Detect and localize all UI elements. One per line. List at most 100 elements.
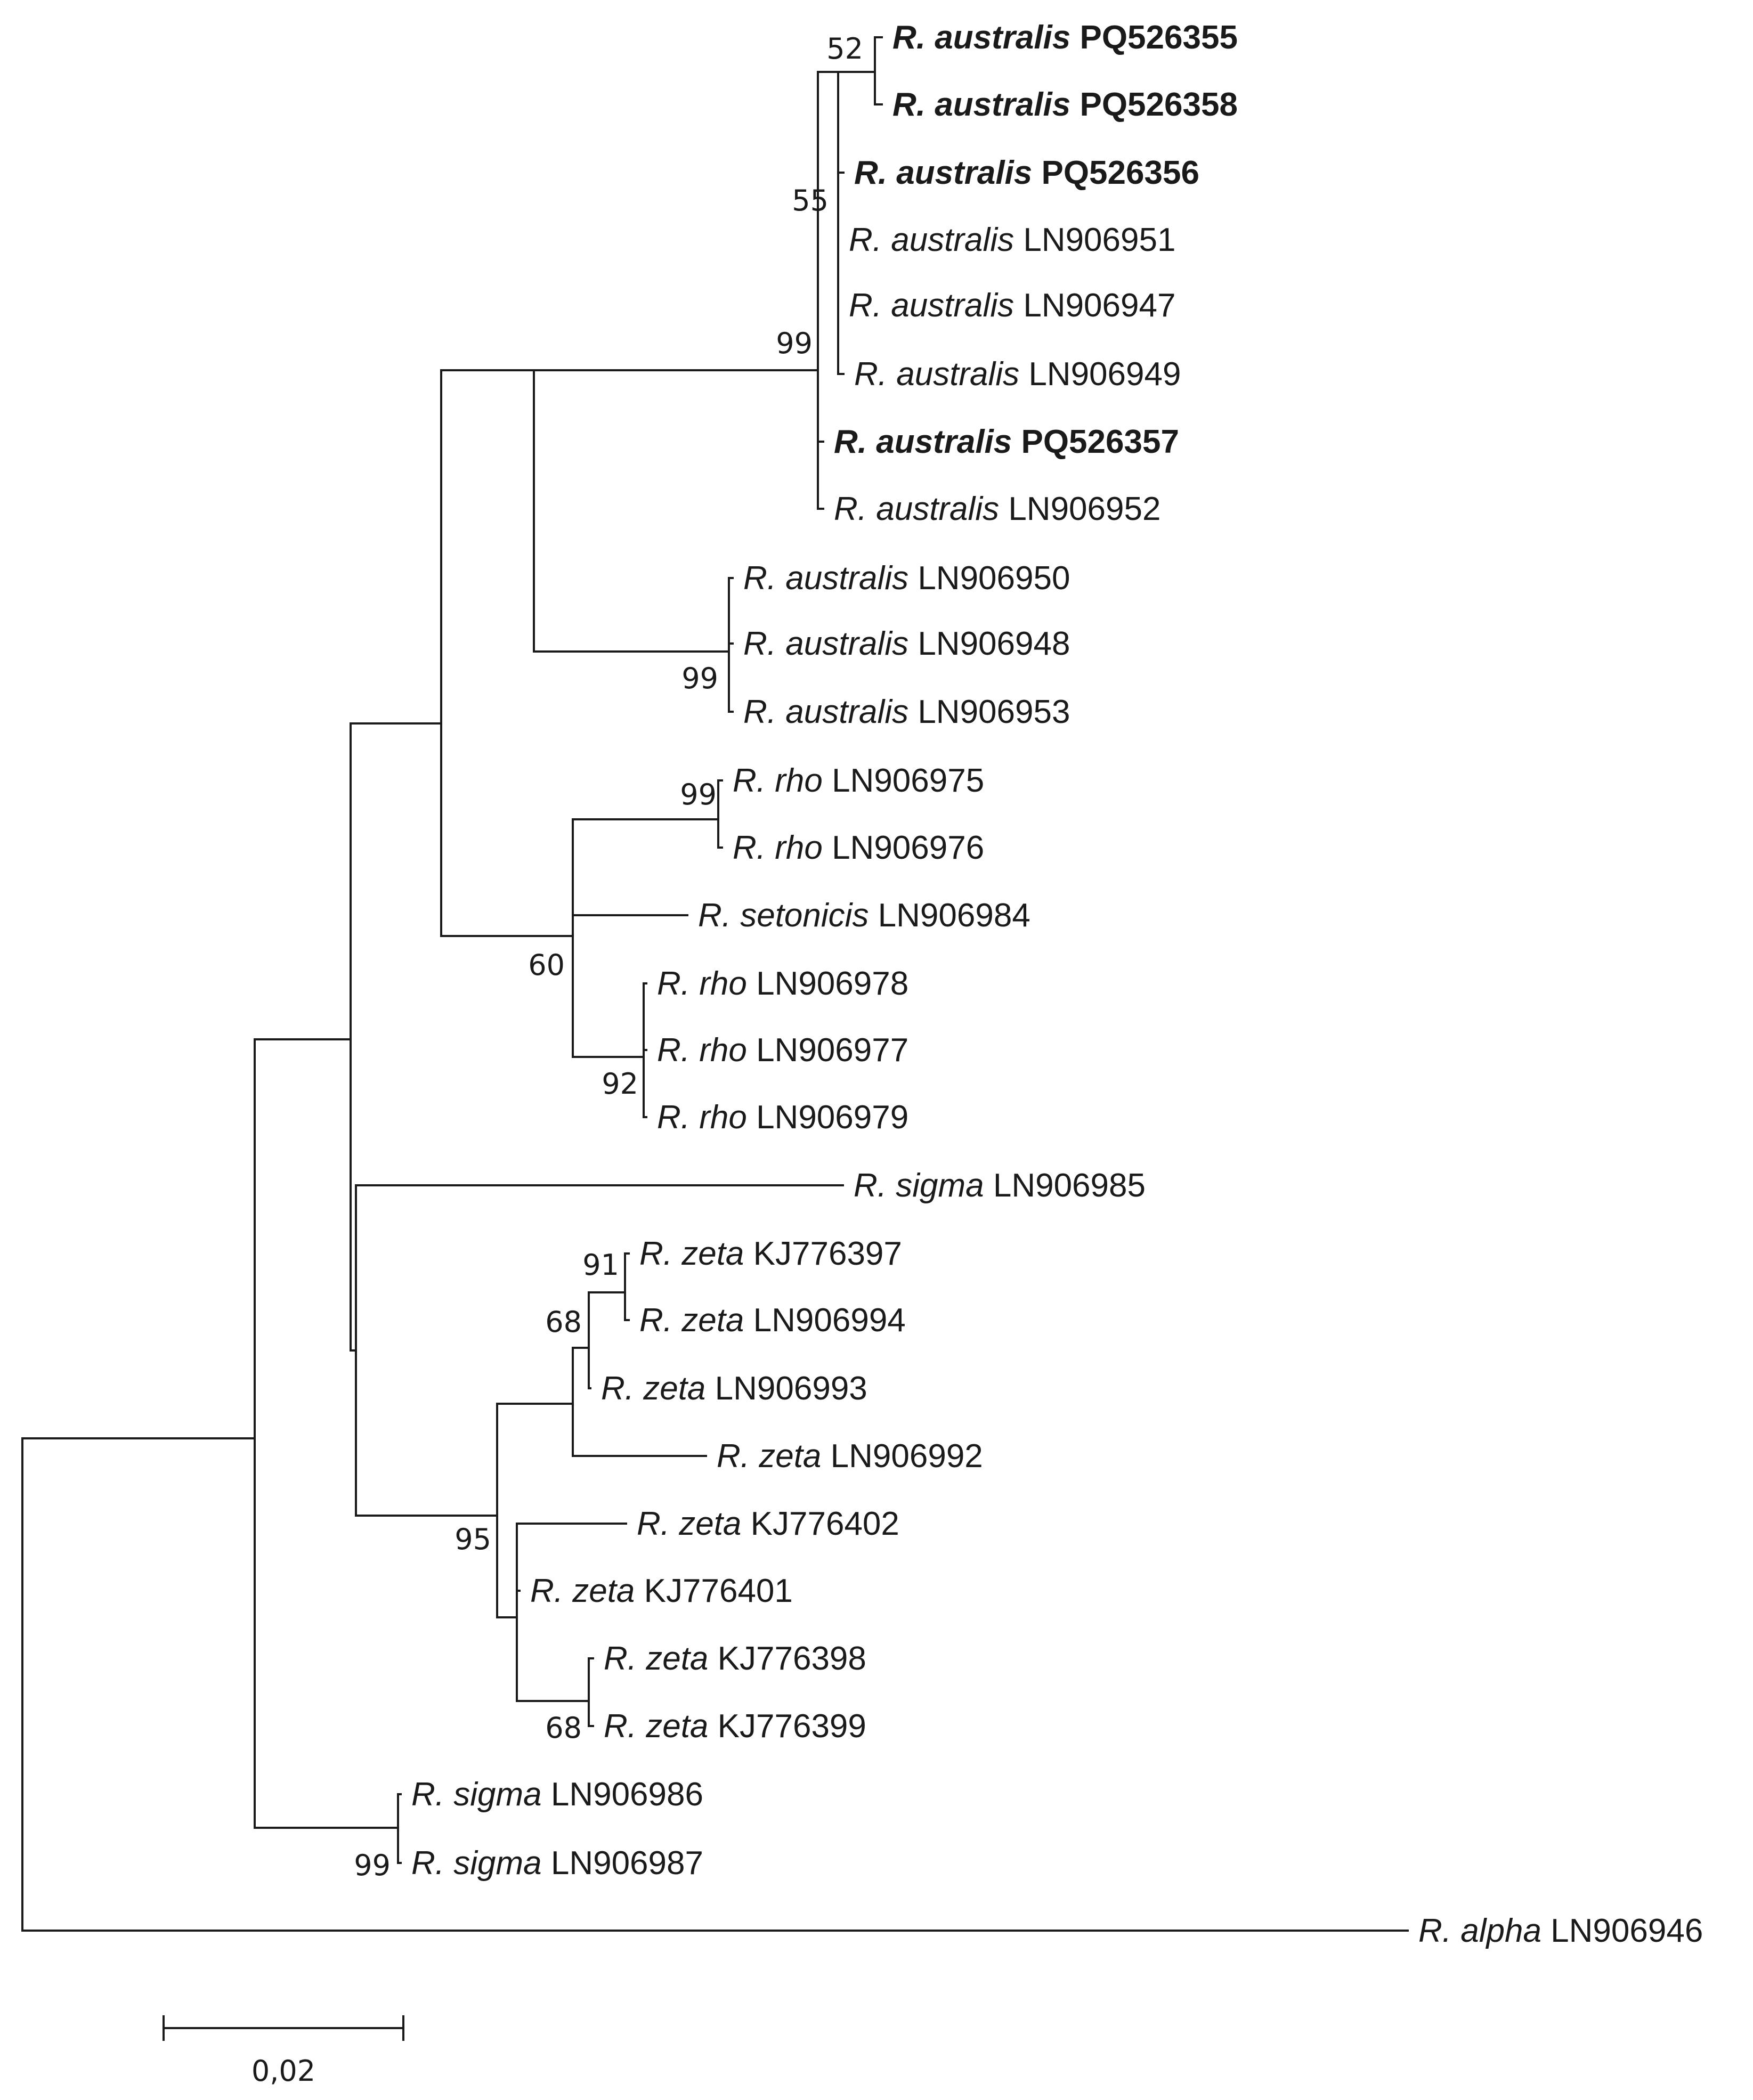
bootstrap-value: 99 (776, 327, 813, 360)
leaf-label: R. zeta KJ776398 (604, 1640, 866, 1677)
leaf-accession: LN906949 (1019, 356, 1181, 393)
leaf-label: R. sigma LN906985 (854, 1167, 1146, 1204)
leaf-label: R. rho LN906976 (733, 829, 984, 866)
leaf-accession: PQ526357 (1012, 424, 1179, 460)
leaf-label: R. australis PQ526355 (892, 19, 1238, 56)
leaf-accession: LN906986 (542, 1776, 703, 1813)
leaf-label: R. australis LN906951 (849, 222, 1175, 258)
leaf-accession: PQ526356 (1032, 154, 1199, 191)
leaf-label: R. australis LN906948 (743, 625, 1070, 662)
leaf-label: R. zeta KJ776397 (639, 1235, 902, 1272)
leaf-label: R. sigma LN906986 (411, 1776, 703, 1813)
leaf-label: R. zeta KJ776402 (637, 1505, 899, 1542)
leaf-species-name: R. sigma (411, 1776, 542, 1813)
bootstrap-value: 95 (455, 1523, 491, 1556)
leaf-species-name: R. zeta (530, 1573, 635, 1609)
leaf-label: R. zeta LN906992 (717, 1438, 983, 1475)
leaf-label: R. australis PQ526357 (834, 424, 1179, 460)
leaf-accession: LN906948 (908, 625, 1070, 662)
leaf-accession: KJ776399 (708, 1708, 866, 1745)
leaf-accession: LN906946 (1541, 1912, 1703, 1949)
leaf-species-name: R. zeta (601, 1370, 705, 1407)
leaf-label: R. zeta KJ776401 (530, 1573, 793, 1609)
leaf-species-name: R. australis (854, 356, 1019, 393)
bootstrap-value: 55 (792, 184, 829, 217)
leaf-species-name: R. rho (733, 829, 823, 866)
leaf-species-name: R. zeta (717, 1438, 821, 1475)
bootstrap-value: 91 (582, 1248, 619, 1282)
leaf-label: R. zeta LN906993 (601, 1370, 867, 1407)
leaf-species-name: R. australis (849, 287, 1014, 324)
leaf-species-name: R. australis (892, 86, 1070, 123)
scale-bar-label: 0,02 (251, 2054, 315, 2088)
leaf-accession: LN906978 (747, 965, 908, 1002)
leaf-label: R. zeta KJ776399 (604, 1708, 866, 1745)
leaf-label: R. rho LN906975 (733, 762, 984, 799)
leaf-accession: PQ526358 (1070, 86, 1238, 123)
leaf-species-name: R. sigma (854, 1167, 984, 1204)
tree-branches (21, 36, 1409, 1932)
leaf-species-name: R. zeta (604, 1708, 708, 1745)
bootstrap-value: 52 (826, 32, 863, 66)
leaf-species-name: R. rho (657, 1032, 747, 1069)
leaf-species-name: R. rho (657, 1099, 747, 1136)
leaf-accession: LN906977 (747, 1032, 908, 1069)
leaf-accession: LN906985 (984, 1167, 1146, 1204)
leaf-species-name: R. zeta (639, 1302, 744, 1339)
leaf-species-name: R. rho (733, 762, 823, 799)
leaf-label: R. rho LN906977 (657, 1032, 908, 1069)
leaf-species-name: R. australis (892, 19, 1070, 56)
bootstrap-value: 68 (545, 1711, 582, 1745)
leaf-label: R. australis LN906949 (854, 356, 1181, 393)
leaf-accession: PQ526355 (1070, 19, 1238, 56)
leaf-label: R. australis LN906953 (743, 694, 1070, 730)
leaf-species-name: R. australis (834, 424, 1012, 460)
scale-bar: 0,02 (163, 2015, 404, 2088)
leaf-accession: LN906976 (823, 829, 984, 866)
leaf-accession: KJ776402 (741, 1505, 899, 1542)
leaf-accession: LN906994 (744, 1302, 905, 1339)
leaf-accession: LN906953 (908, 694, 1070, 730)
leaf-label: R. sigma LN906987 (411, 1845, 703, 1882)
leaf-accession: LN906992 (821, 1438, 983, 1475)
leaf-label: R. rho LN906979 (657, 1099, 908, 1136)
bootstrap-value: 99 (354, 1849, 391, 1882)
leaf-species-name: R. australis (849, 222, 1014, 258)
leaf-accession: LN906993 (705, 1370, 867, 1407)
leaf-species-name: R. zeta (639, 1235, 744, 1272)
leaf-species-name: R. zeta (637, 1505, 741, 1542)
leaf-accession: LN906984 (869, 897, 1030, 934)
leaf-label: R. setonicis LN906984 (698, 897, 1030, 934)
bootstrap-value: 99 (681, 662, 718, 695)
leaf-label: R. australis LN906947 (849, 287, 1175, 324)
leaf-accession: LN906975 (823, 762, 984, 799)
leaf-accession: LN906950 (908, 560, 1070, 597)
bootstrap-value: 60 (528, 948, 565, 982)
leaf-species-name: R. australis (743, 694, 908, 730)
leaf-label: R. alpha LN906946 (1418, 1912, 1703, 1949)
bootstrap-value: 92 (602, 1067, 638, 1101)
leaf-accession: KJ776401 (635, 1573, 792, 1609)
leaf-species-name: R. australis (743, 625, 908, 662)
leaf-accession: LN906979 (747, 1099, 908, 1136)
leaf-species-name: R. zeta (604, 1640, 708, 1677)
leaf-accession: KJ776397 (744, 1235, 902, 1272)
leaf-label: R. australis LN906952 (834, 491, 1160, 527)
leaf-label: R. australis LN906950 (743, 560, 1070, 597)
leaf-species-name: R. australis (743, 560, 908, 597)
leaf-accession: LN906952 (999, 491, 1160, 527)
leaf-accession: LN906987 (542, 1845, 703, 1882)
leaf-species-name: R. setonicis (698, 897, 869, 934)
leaf-species-name: R. rho (657, 965, 747, 1002)
leaf-label: R. zeta LN906994 (639, 1302, 906, 1339)
leaf-accession: LN906951 (1014, 222, 1175, 258)
leaf-species-name: R. alpha (1418, 1912, 1541, 1949)
leaf-species-name: R. australis (834, 491, 999, 527)
leaf-species-name: R. sigma (411, 1845, 542, 1882)
bootstrap-value: 99 (680, 778, 717, 811)
leaf-label: R. australis PQ526358 (892, 86, 1238, 123)
leaf-label: R. rho LN906978 (657, 965, 908, 1002)
leaf-accession: LN906947 (1014, 287, 1175, 324)
